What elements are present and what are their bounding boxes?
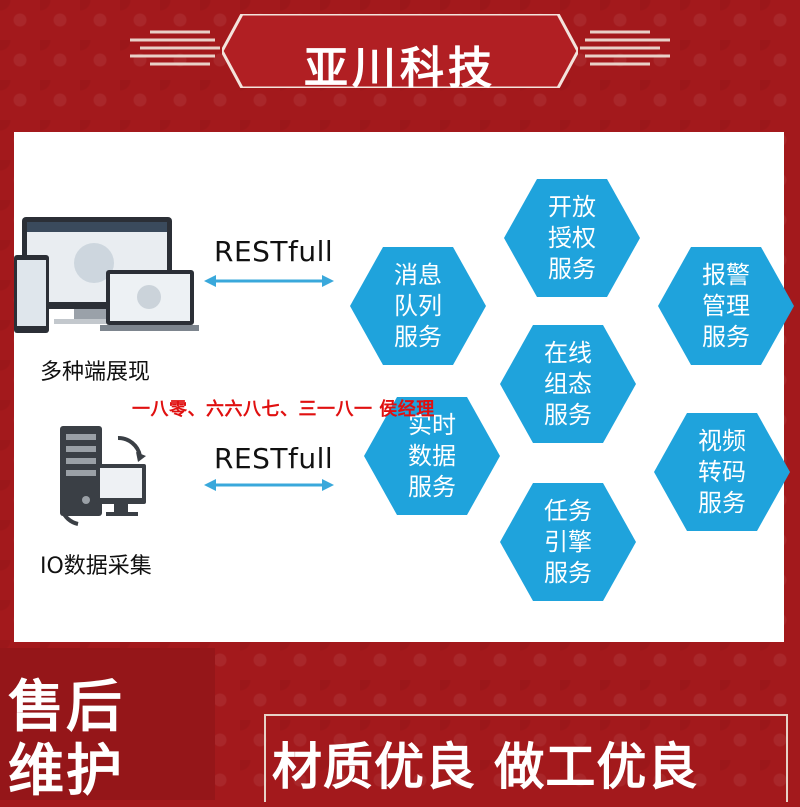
connection-arrow-top <box>204 275 334 287</box>
service-hexagon: 在线组态服务 <box>498 323 638 445</box>
service-hexagon: 开放授权服务 <box>502 177 642 299</box>
service-label-line: 开放 <box>548 192 596 221</box>
service-label-line: 实时 <box>408 410 456 439</box>
company-name: 亚川科技 <box>304 43 496 94</box>
io-data-collection-icon <box>60 426 146 526</box>
hexagon-shape <box>350 247 486 365</box>
service-label-line: 引擎 <box>544 527 592 556</box>
client-label-io-collection: IO数据采集 <box>40 554 152 579</box>
multi-device-icon <box>14 217 199 333</box>
service-hexagon: 消息队列服务 <box>348 245 488 367</box>
service-label-line: 转码 <box>698 457 746 486</box>
service-label-line: 报警 <box>702 260 750 289</box>
slogan-text: 材质优良 做工优良 <box>272 738 699 796</box>
service-hexagon: 报警管理服务 <box>656 245 796 367</box>
service-label-line: 在线 <box>544 338 592 367</box>
right-stripe-decoration <box>580 30 670 66</box>
connection-arrow-bottom <box>204 479 334 491</box>
service-label-line: 服务 <box>408 472 456 501</box>
title-plate <box>222 14 578 88</box>
after-sales-line-2: 维护 <box>8 739 124 804</box>
left-stripe-decoration <box>130 30 220 66</box>
client-label-multi-terminal: 多种端展现 <box>40 360 151 385</box>
hexagon-shape <box>500 325 636 443</box>
connection-label-top: RESTfull <box>214 235 334 268</box>
service-label-line: 视频 <box>698 426 746 455</box>
service-hexagon: 视频转码服务 <box>652 411 792 533</box>
service-label-line: 授权 <box>548 223 596 252</box>
service-label-line: 任务 <box>544 496 592 525</box>
service-hexagon: 实时数据服务 <box>362 395 502 517</box>
slogan-frame <box>264 714 788 802</box>
service-label-line: 服务 <box>698 488 746 517</box>
hexagon-shape <box>364 397 500 515</box>
contact-watermark: 一八零、六六八七、三一八一 侯经理 <box>132 399 435 420</box>
service-label-line: 消息 <box>394 260 442 289</box>
connection-label-bottom: RESTfull <box>214 442 334 475</box>
hexagon-shape <box>504 179 640 297</box>
service-label-line: 管理 <box>702 291 750 320</box>
service-label-line: 服务 <box>548 254 596 283</box>
after-sales-line-1: 售后 <box>8 675 124 740</box>
hexagon-shape <box>658 247 794 365</box>
hexagon-shape <box>500 483 636 601</box>
service-label-line: 队列 <box>394 291 442 320</box>
hexagon-shape <box>654 413 790 531</box>
service-label-line: 组态 <box>544 369 592 398</box>
service-label-line: 服务 <box>544 558 592 587</box>
service-hexagon: 任务引擎服务 <box>498 481 638 603</box>
service-label-line: 数据 <box>408 441 456 470</box>
service-label-line: 服务 <box>544 400 592 429</box>
service-label-line: 服务 <box>702 322 750 351</box>
title-plate-text-wrap: 亚川科技 <box>222 14 578 94</box>
after-sales-block: 售后 维护 <box>0 648 215 804</box>
service-label-line: 服务 <box>394 322 442 351</box>
